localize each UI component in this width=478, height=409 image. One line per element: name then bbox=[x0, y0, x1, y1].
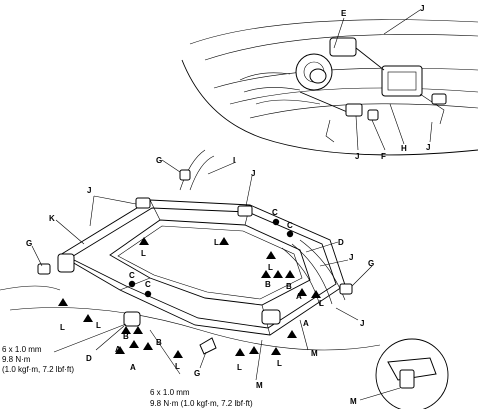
screw-marker bbox=[144, 290, 152, 298]
bolt-marker bbox=[115, 346, 125, 354]
bolt-marker bbox=[285, 270, 295, 278]
torque-nm-left: 9.8 N·m bbox=[2, 355, 31, 364]
callout-c-right-2: C bbox=[287, 221, 293, 230]
callouts: G I J J K G C C D J G C C B B A A J M M … bbox=[26, 156, 374, 390]
callout-c-left-1: C bbox=[129, 271, 135, 280]
bolt-markers bbox=[58, 237, 321, 358]
drain-outlet bbox=[199, 337, 217, 355]
callout-i: I bbox=[233, 156, 235, 165]
callout-a-right-2: A bbox=[303, 319, 309, 328]
callout-b-right-2: B bbox=[286, 282, 292, 291]
clip-detail-inset: M bbox=[350, 338, 449, 409]
callout-k: K bbox=[49, 214, 55, 223]
callout-h: H bbox=[401, 144, 407, 153]
right-clip bbox=[339, 283, 353, 295]
callout-l: L bbox=[319, 299, 324, 308]
callout-j-top: J bbox=[251, 169, 255, 178]
top-clip bbox=[179, 169, 191, 181]
bolt-marker bbox=[273, 270, 283, 278]
callout-g-left: G bbox=[26, 239, 32, 248]
bolt-marker bbox=[129, 340, 139, 348]
callout-m-right: M bbox=[311, 349, 318, 358]
torque-bottom: 9.8 N·m (1.0 kgf·m, 7.2 lbf·ft) bbox=[150, 399, 253, 408]
bolt-marker bbox=[235, 348, 245, 356]
callout-c-left-2: C bbox=[145, 280, 151, 289]
callout-l: L bbox=[268, 263, 273, 272]
callout-l: L bbox=[214, 238, 219, 247]
callout-g-bottom: G bbox=[194, 369, 200, 378]
callout-b-left: B bbox=[123, 332, 129, 341]
callout-g-top: G bbox=[156, 156, 162, 165]
torque-spec-bottom: 6 x 1.0 mm 9.8 N·m (1.0 kgf·m, 7.2 lbf·f… bbox=[150, 388, 253, 408]
callout-d-right: D bbox=[338, 238, 344, 247]
callout-b-left-2: B bbox=[156, 338, 162, 347]
callout-l: L bbox=[175, 362, 180, 371]
bolt-marker bbox=[58, 298, 68, 306]
callout-l: L bbox=[141, 249, 146, 258]
bolt-marker bbox=[139, 237, 149, 245]
callout-m-bottom: M bbox=[256, 381, 263, 390]
bolt-size-bottom: 6 x 1.0 mm bbox=[150, 388, 190, 397]
detail-inset: E J J F H J bbox=[181, 4, 478, 161]
sunroof-frame bbox=[0, 149, 381, 355]
callout-j-inset-top: J bbox=[420, 4, 424, 13]
bolt-marker bbox=[83, 314, 93, 322]
screw-marker bbox=[286, 230, 294, 238]
bolt-marker bbox=[121, 326, 131, 334]
bolt-marker bbox=[173, 350, 183, 358]
screw-markers bbox=[128, 218, 294, 298]
callout-j-inset-right: J bbox=[426, 143, 430, 152]
callout-f: F bbox=[381, 152, 386, 161]
callout-c-right-1: C bbox=[272, 208, 278, 217]
callout-j-right: J bbox=[349, 253, 353, 262]
rear-right-bracket bbox=[261, 309, 281, 325]
bolt-marker bbox=[297, 288, 307, 296]
left-clip bbox=[37, 263, 51, 275]
bolt-marker bbox=[271, 347, 281, 355]
bolt-marker bbox=[133, 326, 143, 334]
connector bbox=[345, 103, 363, 117]
control-unit bbox=[381, 65, 423, 97]
left-bracket bbox=[57, 253, 75, 273]
callout-g-right: G bbox=[368, 259, 374, 268]
callout-j-inset-bottom: J bbox=[355, 152, 359, 161]
bolt-marker bbox=[311, 290, 321, 298]
frame-opening bbox=[109, 219, 311, 306]
motor-bracket bbox=[329, 37, 357, 57]
callout-l: L bbox=[237, 363, 242, 372]
front-left-bracket bbox=[135, 197, 151, 209]
screw-marker bbox=[128, 280, 136, 288]
bolt-marker bbox=[287, 330, 297, 338]
callout-l: L bbox=[60, 323, 65, 332]
callout-j-lower-right: J bbox=[360, 319, 364, 328]
callout-a-right-1: A bbox=[296, 292, 302, 301]
callout-j-left: J bbox=[87, 186, 91, 195]
rear-left-bracket bbox=[123, 311, 141, 327]
callout-d-left: D bbox=[86, 354, 92, 363]
bolt-marker bbox=[266, 251, 276, 259]
screw-marker bbox=[272, 218, 280, 226]
torque-alt-left: (1.0 kgf·m, 7.2 lbf·ft) bbox=[2, 365, 74, 374]
bolt-marker bbox=[249, 346, 259, 354]
drain-clip bbox=[399, 369, 415, 389]
callout-b-right-1: B bbox=[265, 280, 271, 289]
bolt-size-left: 6 x 1.0 mm bbox=[2, 345, 42, 354]
torque-spec-left: 6 x 1.0 mm 9.8 N·m (1.0 kgf·m, 7.2 lbf·f… bbox=[2, 345, 74, 374]
callout-a-left-2: A bbox=[130, 363, 136, 372]
bolt-marker bbox=[219, 237, 229, 245]
callout-l: L bbox=[277, 359, 282, 368]
bolt-marker bbox=[143, 342, 153, 350]
frame-outline bbox=[59, 199, 346, 336]
bolt-marker bbox=[261, 270, 271, 278]
callout-m-inset: M bbox=[350, 397, 357, 406]
callout-l: L bbox=[96, 321, 101, 330]
callout-a-left-1: A bbox=[115, 345, 121, 354]
front-right-bracket bbox=[237, 205, 253, 217]
leader-lines bbox=[31, 159, 373, 381]
callout-e: E bbox=[341, 9, 347, 18]
